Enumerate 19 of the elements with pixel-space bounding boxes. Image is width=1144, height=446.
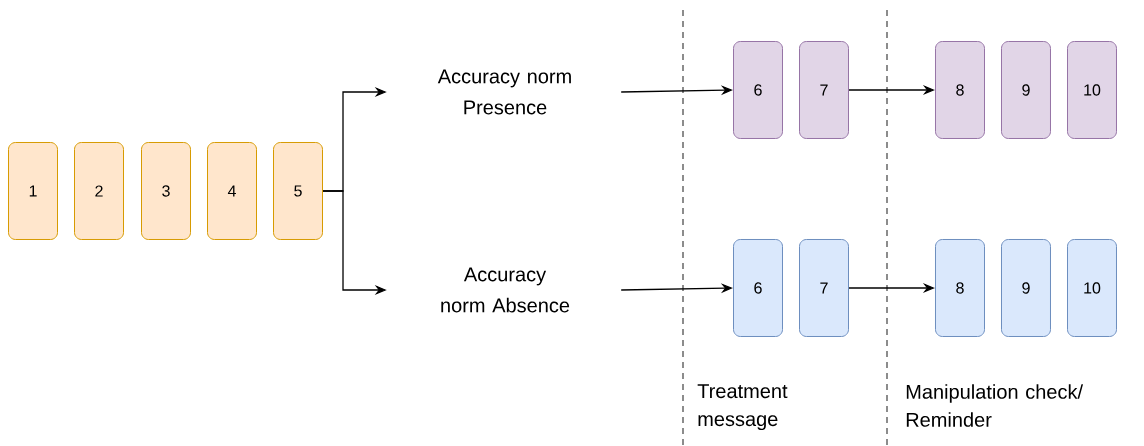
step-box: 9	[1001, 41, 1051, 139]
step-box: 6	[733, 41, 783, 139]
step-box: 9	[1001, 239, 1051, 337]
step-box: 4	[207, 142, 257, 240]
step-box: 5	[273, 142, 323, 240]
section-label: Treatment message	[697, 384, 788, 431]
step-box: 10	[1067, 41, 1117, 139]
step-box: 6	[733, 239, 783, 337]
step-box: 3	[141, 142, 191, 240]
step-box: 10	[1067, 239, 1117, 337]
step-box: 1	[8, 142, 58, 240]
step-box: 8	[935, 41, 985, 139]
step-box: 2	[74, 142, 124, 240]
step-box: 7	[799, 239, 849, 337]
section-label: Manipulation check/ Reminder	[906, 384, 1084, 427]
text-label: Accuracy norm Presence	[437, 69, 571, 115]
text-label: Accuracy norm Absence	[441, 267, 570, 313]
step-box: 7	[799, 41, 849, 139]
step-box: 8	[935, 239, 985, 337]
